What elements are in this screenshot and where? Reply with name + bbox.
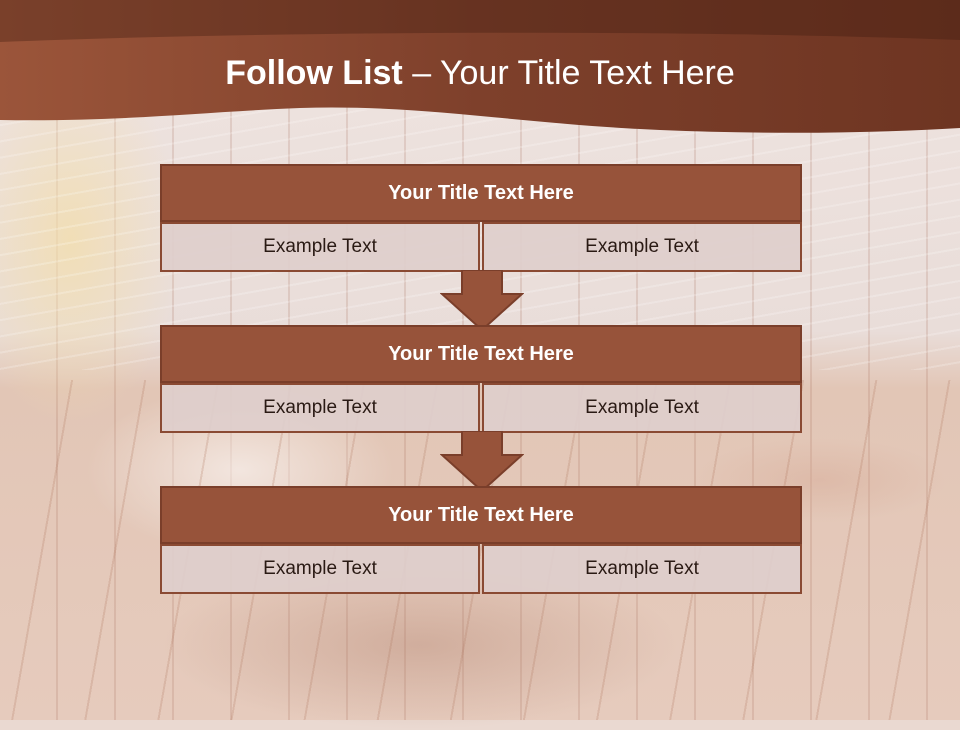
step-block-1: Your Title Text Here Example Text Exampl… [160,164,802,272]
step-1-row: Example Text Example Text [160,222,802,272]
step-1-title: Your Title Text Here [160,164,802,222]
title-rest-part: – Your Title Text Here [402,54,735,92]
down-arrow-icon [440,431,524,493]
step-1-cell-left: Example Text [160,222,480,272]
step-3-row: Example Text Example Text [160,544,802,594]
step-2-cell-left: Example Text [160,383,480,433]
step-2-title: Your Title Text Here [160,325,802,383]
step-2-row: Example Text Example Text [160,383,802,433]
step-2-cell-right: Example Text [482,383,802,433]
step-3-cell-left: Example Text [160,544,480,594]
title-bold-part: Follow List [225,54,403,92]
step-3-title: Your Title Text Here [160,486,802,544]
down-arrow-icon [440,270,524,332]
header-band [0,0,960,133]
step-block-3: Your Title Text Here Example Text Exampl… [160,486,802,594]
step-1-cell-right: Example Text [482,222,802,272]
slide-title: Follow List – Your Title Text Here [0,54,960,93]
step-3-cell-right: Example Text [482,544,802,594]
step-block-2: Your Title Text Here Example Text Exampl… [160,325,802,433]
